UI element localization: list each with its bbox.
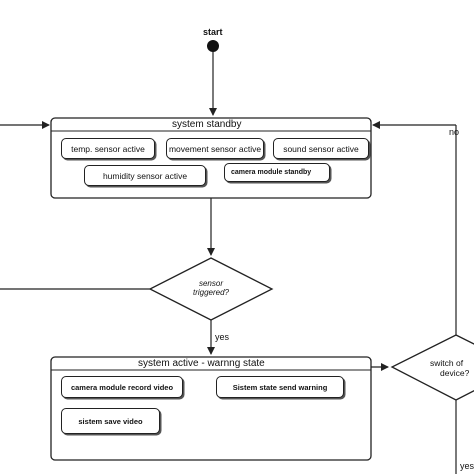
no-label: no <box>449 127 460 137</box>
sensor-decision-label: sensor triggered? <box>181 279 241 297</box>
chip-humidity-sensor: humidity sensor active <box>84 165 206 186</box>
chip-camera-record: camera module record video <box>61 376 183 398</box>
start-label: start <box>203 27 223 37</box>
sensor-decision-line1: sensor <box>198 279 223 288</box>
sensor-decision-line2: triggered? <box>192 288 230 298</box>
chip-camera-standby: camera module standby <box>224 163 330 182</box>
switch-decision-line2: device? <box>440 368 470 379</box>
yes-label-switch: yes <box>460 461 474 471</box>
chip-send-warning: Sistem state send warning <box>216 376 344 398</box>
switch-decision-line1: switch of <box>430 358 464 368</box>
active-title: system active - warnng state <box>138 358 265 369</box>
yes-label-sensor: yes <box>215 332 230 342</box>
chip-save-video: sistem save video <box>61 408 160 434</box>
chip-temp-sensor: temp. sensor active <box>61 138 155 159</box>
chip-sound-sensor: sound sensor active <box>273 138 369 159</box>
standby-title: system standby <box>172 119 242 130</box>
chip-movement-sensor: movement sensor active <box>166 138 264 159</box>
start-node <box>207 40 219 52</box>
switch-decision-label: switch of device? <box>430 358 469 378</box>
